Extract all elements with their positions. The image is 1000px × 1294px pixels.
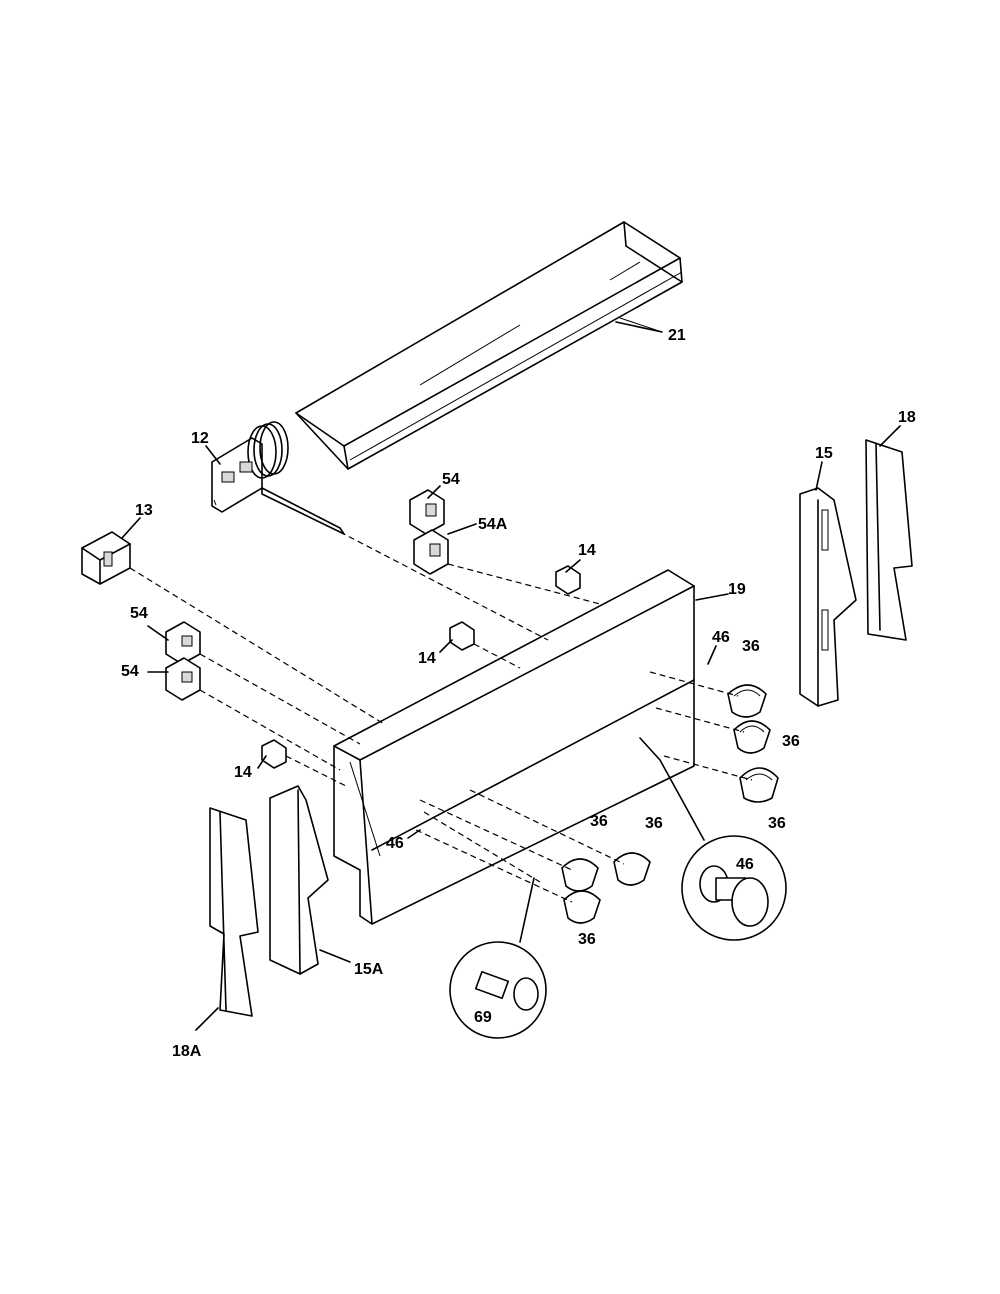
callout-15: 15 bbox=[815, 445, 833, 462]
callout-13: 13 bbox=[135, 502, 153, 519]
leader-lines bbox=[121, 321, 901, 1031]
part-36-knob-b bbox=[733, 720, 771, 754]
callout-54-top: 54 bbox=[442, 471, 460, 488]
assembly-guide-lines bbox=[129, 531, 753, 903]
callout-18: 18 bbox=[898, 409, 916, 426]
part-36-knob-e bbox=[613, 852, 651, 886]
callout-54-left-lower: 54 bbox=[121, 663, 139, 680]
part-54-top-switch bbox=[409, 489, 449, 575]
part-14-right-clip bbox=[555, 565, 581, 595]
part-14-middle-clip bbox=[449, 621, 475, 651]
part-12-timer bbox=[211, 421, 345, 535]
callout-36-d: 36 bbox=[590, 813, 608, 830]
part-19-control-panel bbox=[333, 569, 695, 925]
callout-15a: 15A bbox=[354, 961, 384, 978]
callout-21: 21 bbox=[668, 327, 686, 344]
callout-18a: 18A bbox=[172, 1043, 202, 1060]
callout-14-middle: 14 bbox=[418, 650, 436, 667]
part-18a-end-trim bbox=[209, 807, 259, 1017]
part-21-top-trim bbox=[295, 221, 683, 470]
part-15a-end-bracket bbox=[269, 785, 329, 975]
callout-36-b: 36 bbox=[782, 733, 800, 750]
callout-36-e: 36 bbox=[645, 815, 663, 832]
part-36-knob-f bbox=[563, 890, 601, 924]
part-13-switch bbox=[81, 531, 131, 585]
part-18-end-trim bbox=[865, 439, 913, 641]
callout-54a: 54A bbox=[478, 516, 508, 533]
callout-36-c: 36 bbox=[768, 815, 786, 832]
detail-46-button bbox=[639, 737, 787, 941]
callout-36-a: 36 bbox=[742, 638, 760, 655]
callout-14-left: 14 bbox=[234, 764, 252, 781]
callout-46-detail: 46 bbox=[736, 856, 754, 873]
callout-14-right: 14 bbox=[578, 542, 596, 559]
part-54-left-switches bbox=[165, 621, 201, 701]
part-14-left-clip bbox=[261, 739, 287, 769]
part-36-knob-d bbox=[561, 858, 599, 892]
detail-69-screw bbox=[449, 877, 547, 1039]
part-36-knob-c bbox=[739, 767, 779, 803]
callout-69: 69 bbox=[474, 1009, 492, 1026]
callout-labels: 21 12 13 54 54A 14 19 15 18 54 54 14 46 … bbox=[121, 327, 916, 1060]
callout-54-left-upper: 54 bbox=[130, 605, 148, 622]
callout-36-f: 36 bbox=[578, 931, 596, 948]
part-36-knob-a bbox=[727, 684, 767, 718]
callout-46-left: 46 bbox=[386, 835, 404, 852]
callout-46-right: 46 bbox=[712, 629, 730, 646]
callout-19: 19 bbox=[728, 581, 746, 598]
part-15-end-bracket bbox=[799, 487, 857, 707]
callout-12: 12 bbox=[191, 430, 209, 447]
